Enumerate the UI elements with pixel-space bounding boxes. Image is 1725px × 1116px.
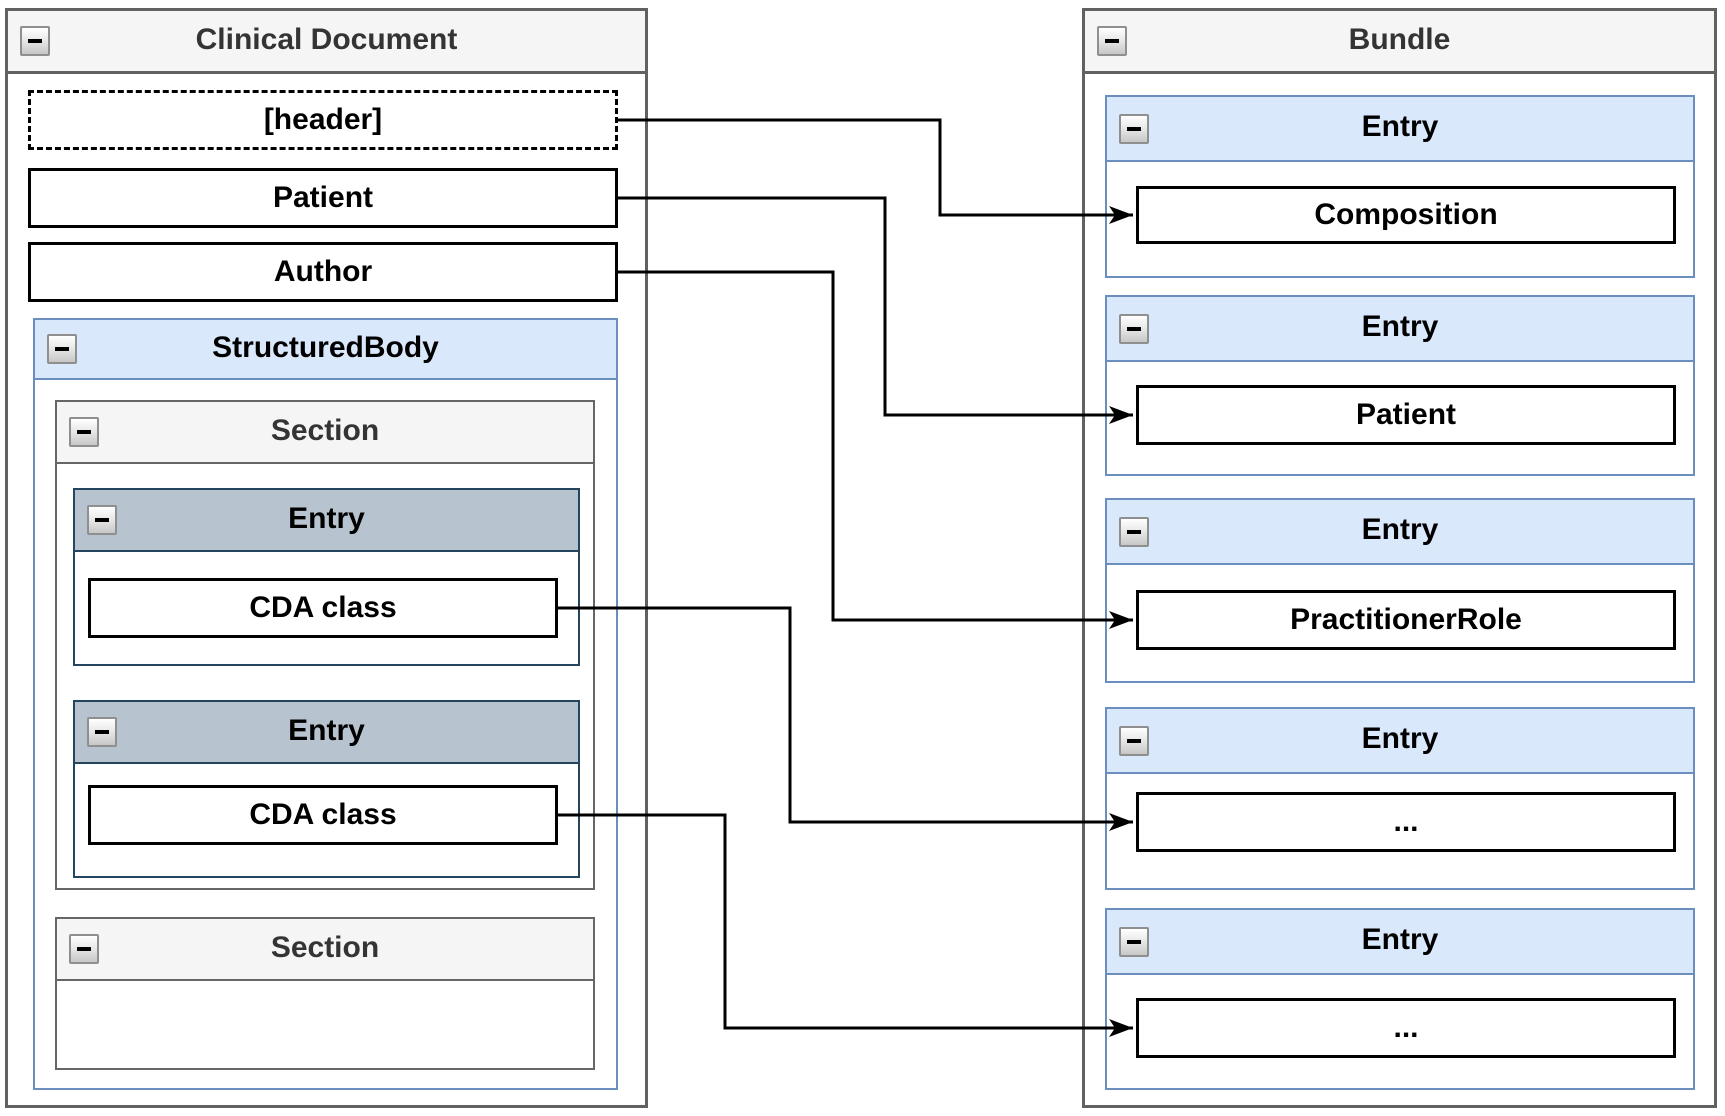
section-2-title: Section: [270, 931, 380, 964]
entry-2-header: Entry: [75, 702, 578, 764]
ellipsis-resource-box-1: ...: [1136, 792, 1676, 852]
collapse-button[interactable]: [1119, 517, 1149, 547]
entry-1-title: Entry: [288, 502, 365, 535]
collapse-button[interactable]: [69, 417, 99, 447]
section-2-header: Section: [57, 919, 593, 981]
entry-2-title: Entry: [288, 714, 365, 747]
collapse-button[interactable]: [1119, 726, 1149, 756]
collapse-button[interactable]: [47, 334, 77, 364]
minus-icon: [28, 39, 42, 43]
minus-icon: [1105, 39, 1119, 43]
collapse-button[interactable]: [20, 26, 50, 56]
connector-author-to-practitionerrole: [618, 270, 1133, 629]
bundle-entry-3-title: Entry: [1361, 513, 1439, 546]
minus-icon: [95, 730, 109, 734]
section-2-container: Section: [55, 917, 595, 1070]
connector-header-to-composition: [618, 118, 1133, 224]
collapse-button[interactable]: [1119, 927, 1149, 957]
author-box: Author: [28, 242, 618, 302]
connector-patient-to-patient: [618, 196, 1133, 424]
minus-icon: [1127, 739, 1141, 743]
bundle-titlebar: Bundle: [1085, 11, 1714, 74]
header-box: [header]: [28, 90, 618, 150]
bundle-title: Bundle: [1348, 23, 1451, 56]
collapse-button[interactable]: [1097, 26, 1127, 56]
bundle-entry-2-header: Entry: [1107, 297, 1693, 362]
entry-1-header: Entry: [75, 490, 578, 552]
cda-class-box-2: CDA class: [88, 785, 558, 845]
minus-icon: [1127, 327, 1141, 331]
bundle-entry-4-title: Entry: [1361, 722, 1439, 755]
minus-icon: [77, 947, 91, 951]
bundle-entry-5-title: Entry: [1361, 923, 1439, 956]
minus-icon: [55, 347, 69, 351]
patient-box: Patient: [28, 168, 618, 228]
minus-icon: [1127, 940, 1141, 944]
collapse-button[interactable]: [69, 934, 99, 964]
structured-body-header: StructuredBody: [35, 320, 616, 380]
collapse-button[interactable]: [1119, 114, 1149, 144]
section-1-title: Section: [270, 414, 380, 447]
bundle-entry-5-header: Entry: [1107, 910, 1693, 975]
structured-body-title: StructuredBody: [212, 331, 439, 364]
bundle-entry-1-header: Entry: [1107, 97, 1693, 162]
cda-class-box-1: CDA class: [88, 578, 558, 638]
entry-1-container: Entry: [73, 488, 580, 666]
practitionerrole-box: PractitionerRole: [1136, 590, 1676, 650]
collapse-button[interactable]: [87, 717, 117, 747]
composition-box: Composition: [1136, 186, 1676, 244]
minus-icon: [1127, 530, 1141, 534]
collapse-button[interactable]: [1119, 314, 1149, 344]
bundle-entry-3-header: Entry: [1107, 500, 1693, 565]
collapse-button[interactable]: [87, 505, 117, 535]
clinical-document-titlebar: Clinical Document: [8, 11, 645, 74]
minus-icon: [1127, 127, 1141, 131]
bundle-entry-1-title: Entry: [1361, 110, 1439, 143]
clinical-document-title: Clinical Document: [195, 23, 458, 56]
minus-icon: [77, 430, 91, 434]
bundle-entry-2-title: Entry: [1361, 310, 1439, 343]
ellipsis-resource-box-2: ...: [1136, 998, 1676, 1058]
minus-icon: [95, 518, 109, 522]
bundle-entry-4-header: Entry: [1107, 709, 1693, 774]
patient-resource-box: Patient: [1136, 385, 1676, 445]
section-1-header: Section: [57, 402, 593, 464]
